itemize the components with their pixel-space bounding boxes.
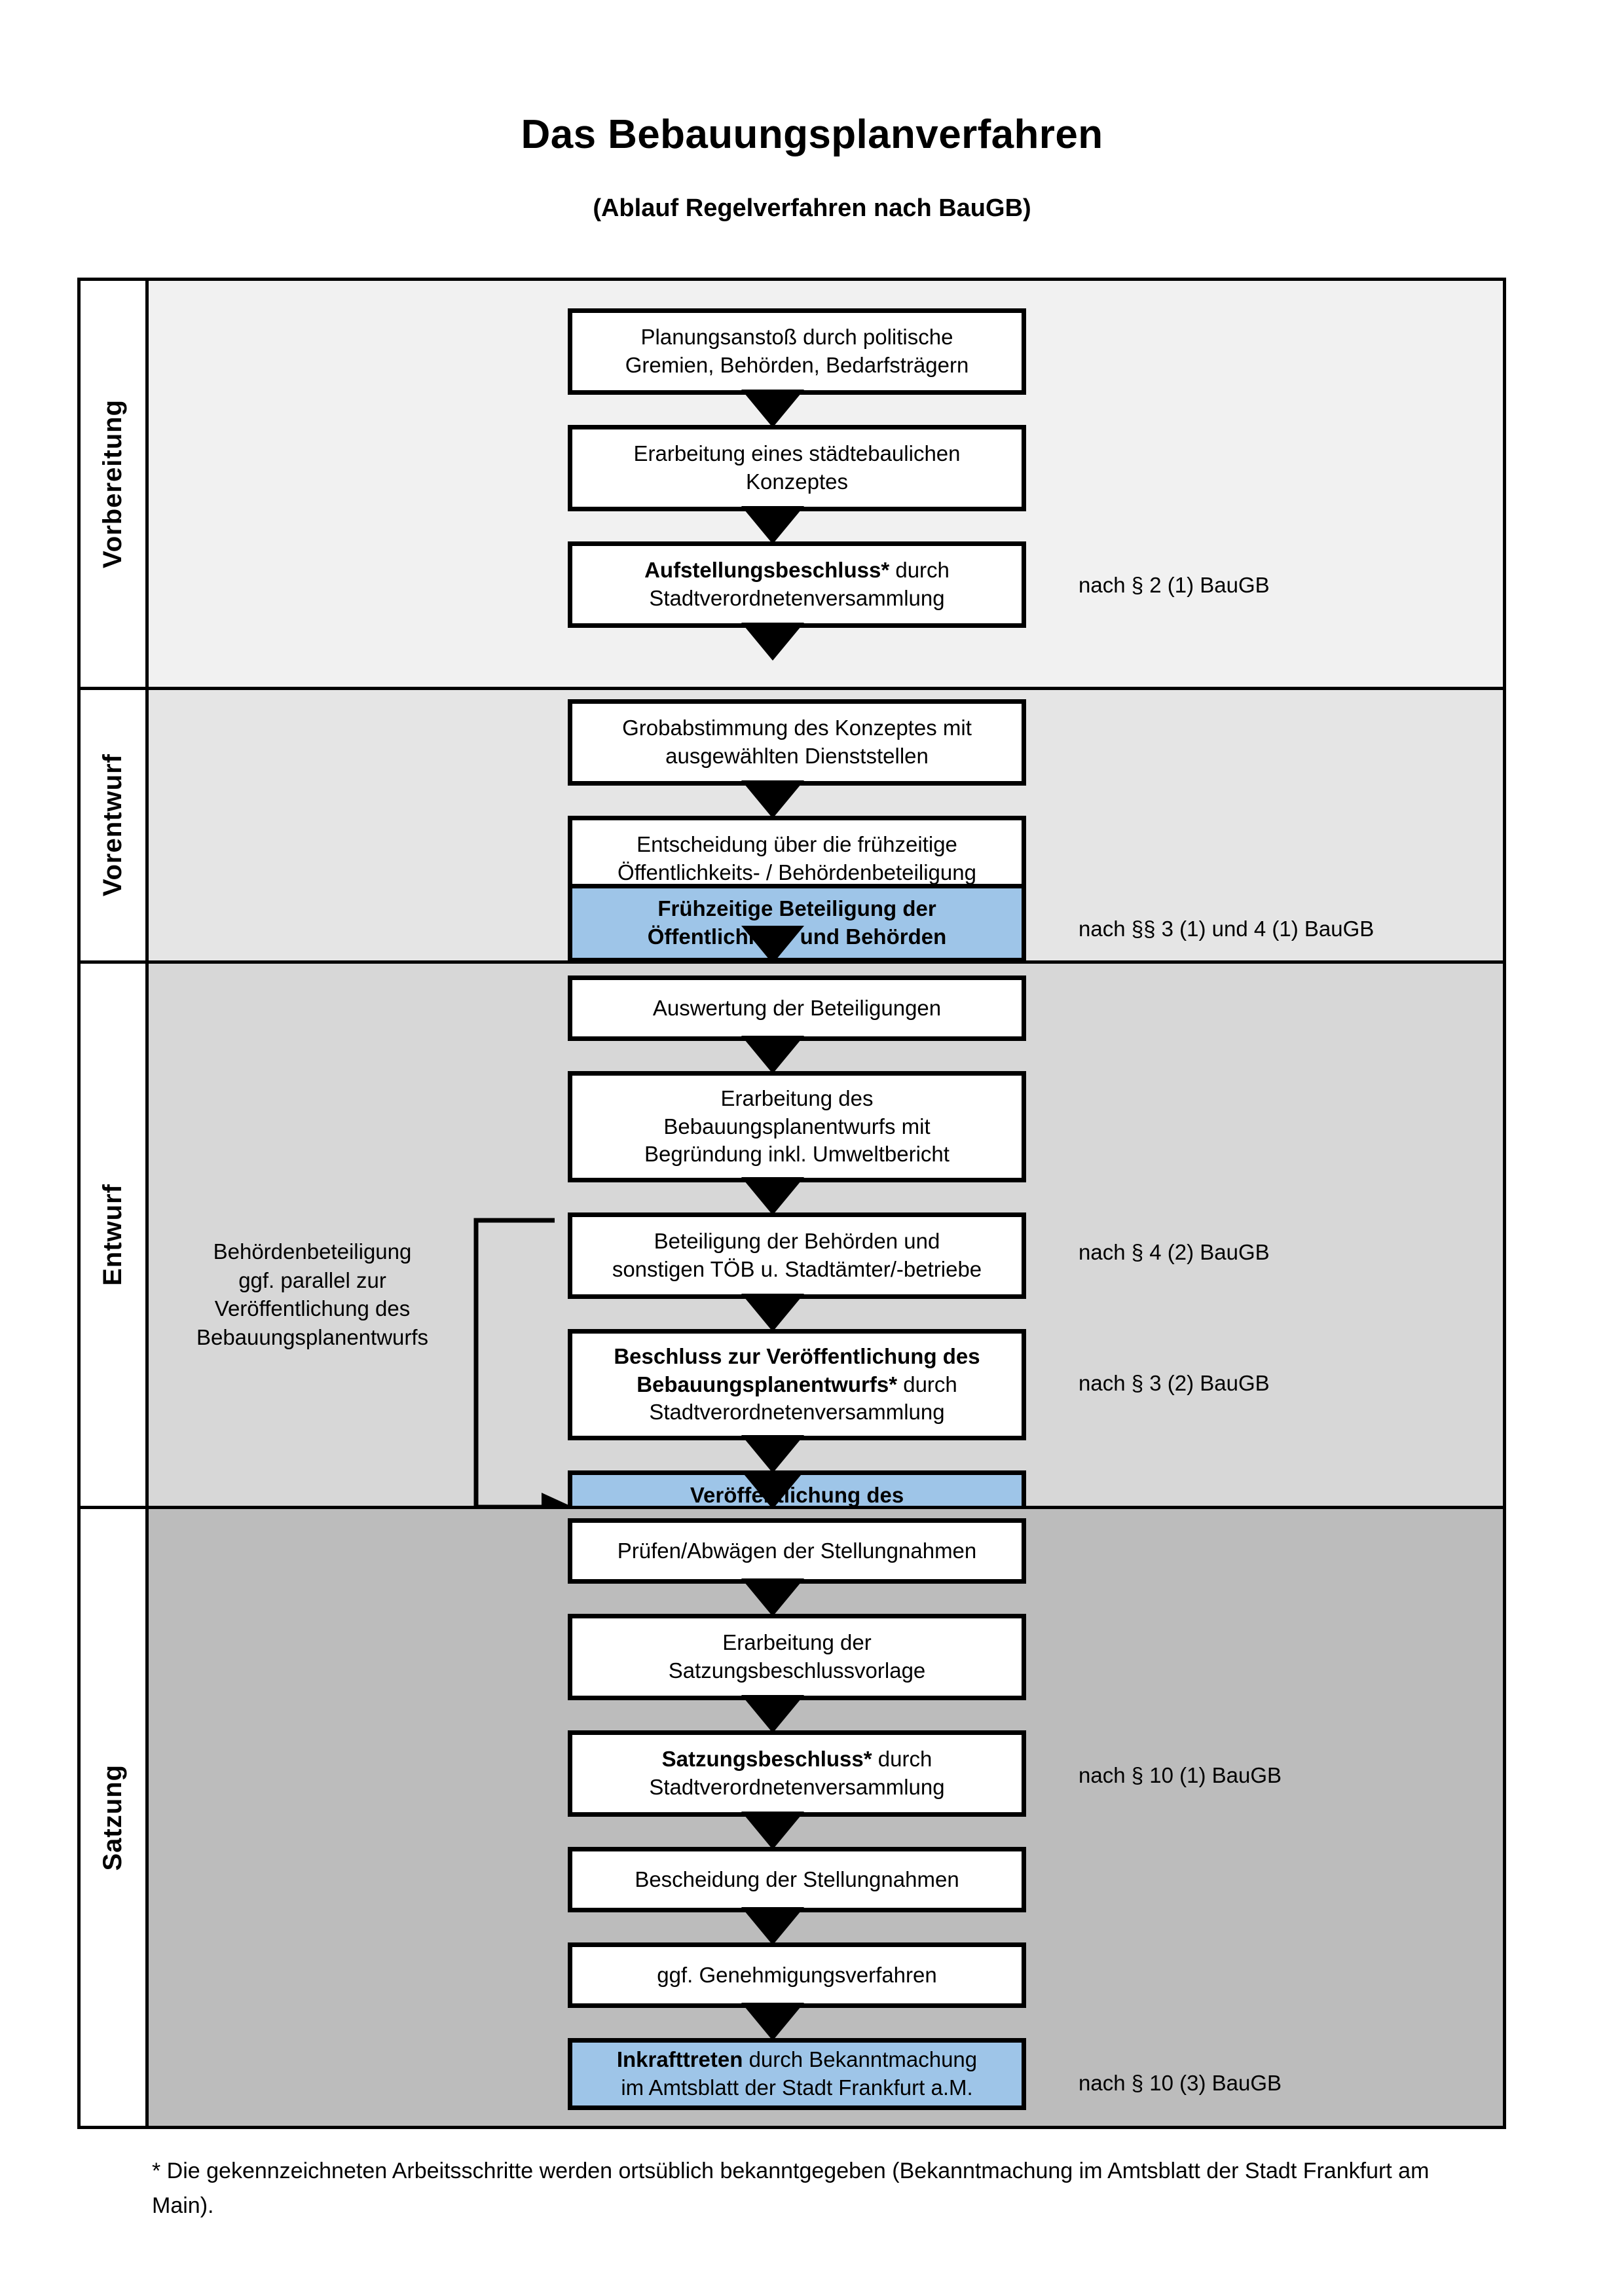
arrow-down-icon <box>741 926 804 964</box>
side-note-line: Veröffentlichung des <box>214 1296 411 1321</box>
page-subtitle: (Ablauf Regelverfahren nach BauGB) <box>593 194 1031 222</box>
step-inkrafttreten[interactable]: Inkrafttreten durch Bekanntmachung im Am… <box>568 2038 1026 2110</box>
step-line: Bebauungsplanentwurfs mit <box>663 1114 931 1139</box>
phase-label-text: Entwurf <box>98 1184 127 1286</box>
arrow-down-icon <box>741 2003 804 2041</box>
arrow-down-icon <box>741 1907 804 1945</box>
arrow-down-icon <box>741 1695 804 1733</box>
step-line: Entscheidung über die frühzeitige <box>637 832 957 857</box>
arrow-down-icon <box>741 1812 804 1850</box>
phase-label-vorentwurf: Vorentwurf <box>81 690 149 960</box>
legal-note-6: nach § 10 (1) BauGB <box>1079 1763 1282 1787</box>
step-line: Auswertung der Beteiligungen <box>652 995 942 1020</box>
step-line: durch <box>872 1747 932 1772</box>
step-aufstellungsbeschluss[interactable]: Aufstellungsbeschluss* durch Stadtverord… <box>568 541 1026 628</box>
side-annotation-behoerdenbeteiligung: Behördenbeteiligung ggf. parallel zur Ve… <box>181 1237 443 1351</box>
step-auswertung-beteiligungen[interactable]: Auswertung der Beteiligungen <box>568 975 1026 1041</box>
phase-label-satzung: Satzung <box>81 1509 149 2126</box>
phase-label-entwurf: Entwurf <box>81 964 149 1506</box>
step-line: Begründung inkl. Umweltbericht <box>644 1142 950 1167</box>
arrow-down-icon <box>741 506 804 544</box>
step-line-bold: Aufstellungsbeschluss* <box>644 558 890 583</box>
phase-body-entwurf: Auswertung der Beteiligungen Erarbeitung… <box>149 926 1503 1549</box>
step-line-bold: Satzungsbeschluss* <box>661 1747 872 1772</box>
phase-satzung: Satzung Prüfen/Abwägen der Stellungnahme… <box>81 1471 1503 2126</box>
arrow-down-icon <box>741 1435 804 1473</box>
phase-body-vorentwurf: Grobabstimmung des Konzeptes mit ausgewä… <box>149 690 1503 962</box>
arrow-down-icon <box>741 1578 804 1616</box>
step-staedtebauliches-konzept[interactable]: Erarbeitung eines städtebaulichen Konzep… <box>568 425 1026 511</box>
step-line: Öffentlichkeits- / Behördenbeteiligung <box>618 860 976 884</box>
step-genehmigungsverfahren[interactable]: ggf. Genehmigungsverfahren <box>568 1942 1026 2008</box>
step-line-bold: Inkrafttreten <box>616 2047 743 2072</box>
step-line: sonstigen TÖB u. Stadtämter/-betriebe <box>612 1257 982 1281</box>
arrow-down-icon <box>741 1471 804 1509</box>
step-satzungsbeschluss[interactable]: Satzungsbeschluss* durch Stadtverordnete… <box>568 1730 1026 1817</box>
legal-note-1: nach § 2 (1) BauGB <box>1079 573 1270 597</box>
arrow-down-icon <box>741 390 804 428</box>
document-header: Das Bebauungsplanverfahren (Ablauf Regel… <box>0 0 1624 223</box>
arrow-down-icon <box>741 1177 804 1215</box>
step-line: durch <box>889 558 950 583</box>
step-line: ggf. Genehmigungsverfahren <box>657 1962 937 1987</box>
step-line: ausgewählten Dienststellen <box>665 744 929 768</box>
flowchart-frame: Vorbereitung Planungsanstoß durch politi… <box>77 278 1506 2129</box>
legal-note-7: nach § 10 (3) BauGB <box>1079 2071 1282 2095</box>
step-line: Erarbeitung eines städtebaulichen <box>633 441 961 466</box>
step-line: Frühzeitige Beteiligung der <box>657 896 936 921</box>
step-line: Grobabstimmung des Konzeptes mit <box>622 716 972 740</box>
arrow-down-icon <box>741 1294 804 1332</box>
step-beteiligung-behoerden-toeb[interactable]: Beteiligung der Behörden und sonstigen T… <box>568 1212 1026 1299</box>
step-line-bold: Beschluss zur Veröffentlichung des <box>614 1343 980 1368</box>
step-erarbeitung-satzungsvorlage[interactable]: Erarbeitung der Satzungsbeschlussvorlage <box>568 1614 1026 1700</box>
legal-note-3: nach § 4 (2) BauGB <box>1079 1240 1270 1264</box>
step-erarbeitung-bplanentwurf[interactable]: Erarbeitung des Bebauungsplanentwurfs mi… <box>568 1071 1026 1182</box>
step-planungsanstoss[interactable]: Planungsanstoß durch politische Gremien,… <box>568 308 1026 395</box>
phase-label-text: Vorbereitung <box>98 399 127 568</box>
step-line: Konzeptes <box>746 469 848 494</box>
step-line: Bescheidung der Stellungnahmen <box>635 1867 959 1891</box>
phase-label-text: Vorentwurf <box>98 754 127 897</box>
step-line: Planungsanstoß durch politische <box>640 325 953 350</box>
phase-vorbereitung: Vorbereitung Planungsanstoß durch politi… <box>81 281 1503 687</box>
phase-label-vorbereitung: Vorbereitung <box>81 281 149 687</box>
phase-label-text: Satzung <box>98 1764 127 1871</box>
phase-entwurf: Entwurf Auswertung der Beteiligungen Era… <box>81 926 1503 1549</box>
step-line: Stadtverordnetenversammlung <box>649 586 945 610</box>
legal-note-4: nach § 3 (2) BauGB <box>1079 1371 1270 1395</box>
step-line: durch Bekanntmachung <box>743 2047 978 2072</box>
side-note-line: ggf. parallel zur <box>238 1267 386 1292</box>
side-note-line: Behördenbeteiligung <box>213 1239 412 1264</box>
legal-note-2: nach §§ 3 (1) und 4 (1) BauGB <box>1079 917 1375 941</box>
phase-vorentwurf: Vorentwurf Grobabstimmung des Konzeptes … <box>81 687 1503 962</box>
step-line: Beteiligung der Behörden und <box>654 1229 940 1254</box>
step-line: Prüfen/Abwägen der Stellungnahmen <box>617 1538 977 1563</box>
step-line: Satzungsbeschlussvorlage <box>668 1658 926 1683</box>
step-pruefen-abwaegen[interactable]: Prüfen/Abwägen der Stellungnahmen <box>568 1518 1026 1584</box>
arrow-down-icon <box>741 1036 804 1074</box>
arrow-down-icon <box>741 623 804 661</box>
step-beschluss-veroeffentlichung[interactable]: Beschluss zur Veröffentlichung des Bebau… <box>568 1329 1026 1440</box>
step-line: Erarbeitung des <box>720 1085 874 1110</box>
arrow-down-icon <box>741 780 804 818</box>
phase-body-satzung: Prüfen/Abwägen der Stellungnahmen Erarbe… <box>149 1471 1503 2126</box>
footnote: * Die gekennzeichneten Arbeitsschritte w… <box>152 2159 1430 2218</box>
step-line: Stadtverordnetenversammlung <box>649 1400 945 1425</box>
step-line: Stadtverordnetenversammlung <box>649 1775 945 1799</box>
phase-body-vorbereitung: Planungsanstoß durch politische Gremien,… <box>149 281 1503 687</box>
page-title: Das Bebauungsplanverfahren <box>521 112 1103 157</box>
step-line: Gremien, Behörden, Bedarfsträgern <box>625 353 969 377</box>
step-bescheidung-stellungnahmen[interactable]: Bescheidung der Stellungnahmen <box>568 1847 1026 1912</box>
step-line-bold: Bebauungsplanentwurfs* <box>637 1372 898 1396</box>
step-grobabstimmung[interactable]: Grobabstimmung des Konzeptes mit ausgewä… <box>568 699 1026 786</box>
side-note-line: Bebauungsplanentwurfs <box>196 1324 429 1349</box>
step-line: Erarbeitung der <box>722 1630 872 1655</box>
step-line: im Amtsblatt der Stadt Frankfurt a.M. <box>621 2075 973 2100</box>
step-line: durch <box>897 1372 957 1396</box>
